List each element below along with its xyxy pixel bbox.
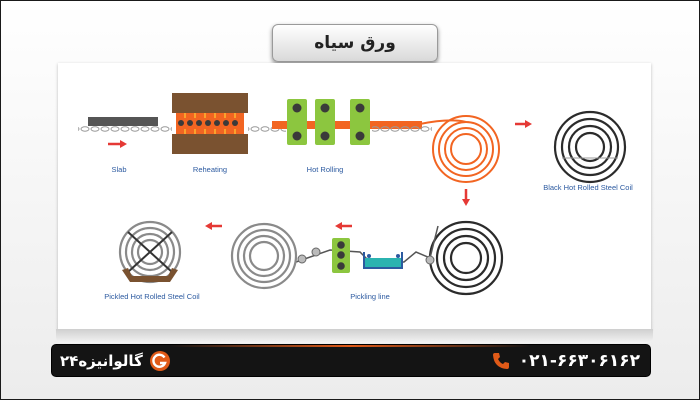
reheating-furnace: [172, 93, 248, 154]
slab-block: [88, 117, 158, 126]
page-title: ورق سیاه: [272, 24, 438, 62]
hot-coil: [419, 115, 500, 183]
brand[interactable]: گالوانیزه۲۴: [60, 349, 171, 373]
pickling-line: [295, 225, 439, 273]
label-hot-rolling: Hot Rolling: [306, 165, 344, 174]
pickling-input-coil: [428, 220, 504, 296]
panel-shadow: [56, 329, 653, 343]
label-pickled-coil: Pickled Hot Rolled Steel Coil: [104, 292, 200, 301]
pickled-coil: [118, 220, 182, 284]
conveyor-link: [248, 126, 286, 132]
slab-conveyor: [78, 117, 172, 132]
hot-rolling-mill: [272, 99, 432, 145]
label-reheating: Reheating: [192, 165, 228, 174]
footer-glow: [170, 345, 530, 347]
arrow-head-icon: [462, 199, 470, 206]
label-slab: Slab: [111, 165, 127, 174]
brand-g-logo-icon: [149, 351, 170, 371]
phone-number: ۰۲۱-۶۶۳۰۶۱۶۲: [518, 351, 640, 371]
pickled-output-coil: [230, 222, 298, 290]
phone-icon: [492, 353, 509, 369]
brand-name: گالوانیزه۲۴: [60, 352, 143, 370]
label-pickling-line: Pickling line: [350, 292, 390, 301]
arrow-head-icon: [120, 140, 127, 148]
phone-contact[interactable]: ۰۲۱-۶۶۳۰۶۱۶۲: [491, 349, 640, 373]
arrow-head-icon: [205, 222, 212, 230]
label-black-coil: Black Hot Rolled Steel Coil: [543, 183, 633, 192]
arrow-head-icon: [525, 120, 532, 128]
black-coil: [553, 110, 627, 184]
arrow-head-icon: [335, 222, 342, 230]
